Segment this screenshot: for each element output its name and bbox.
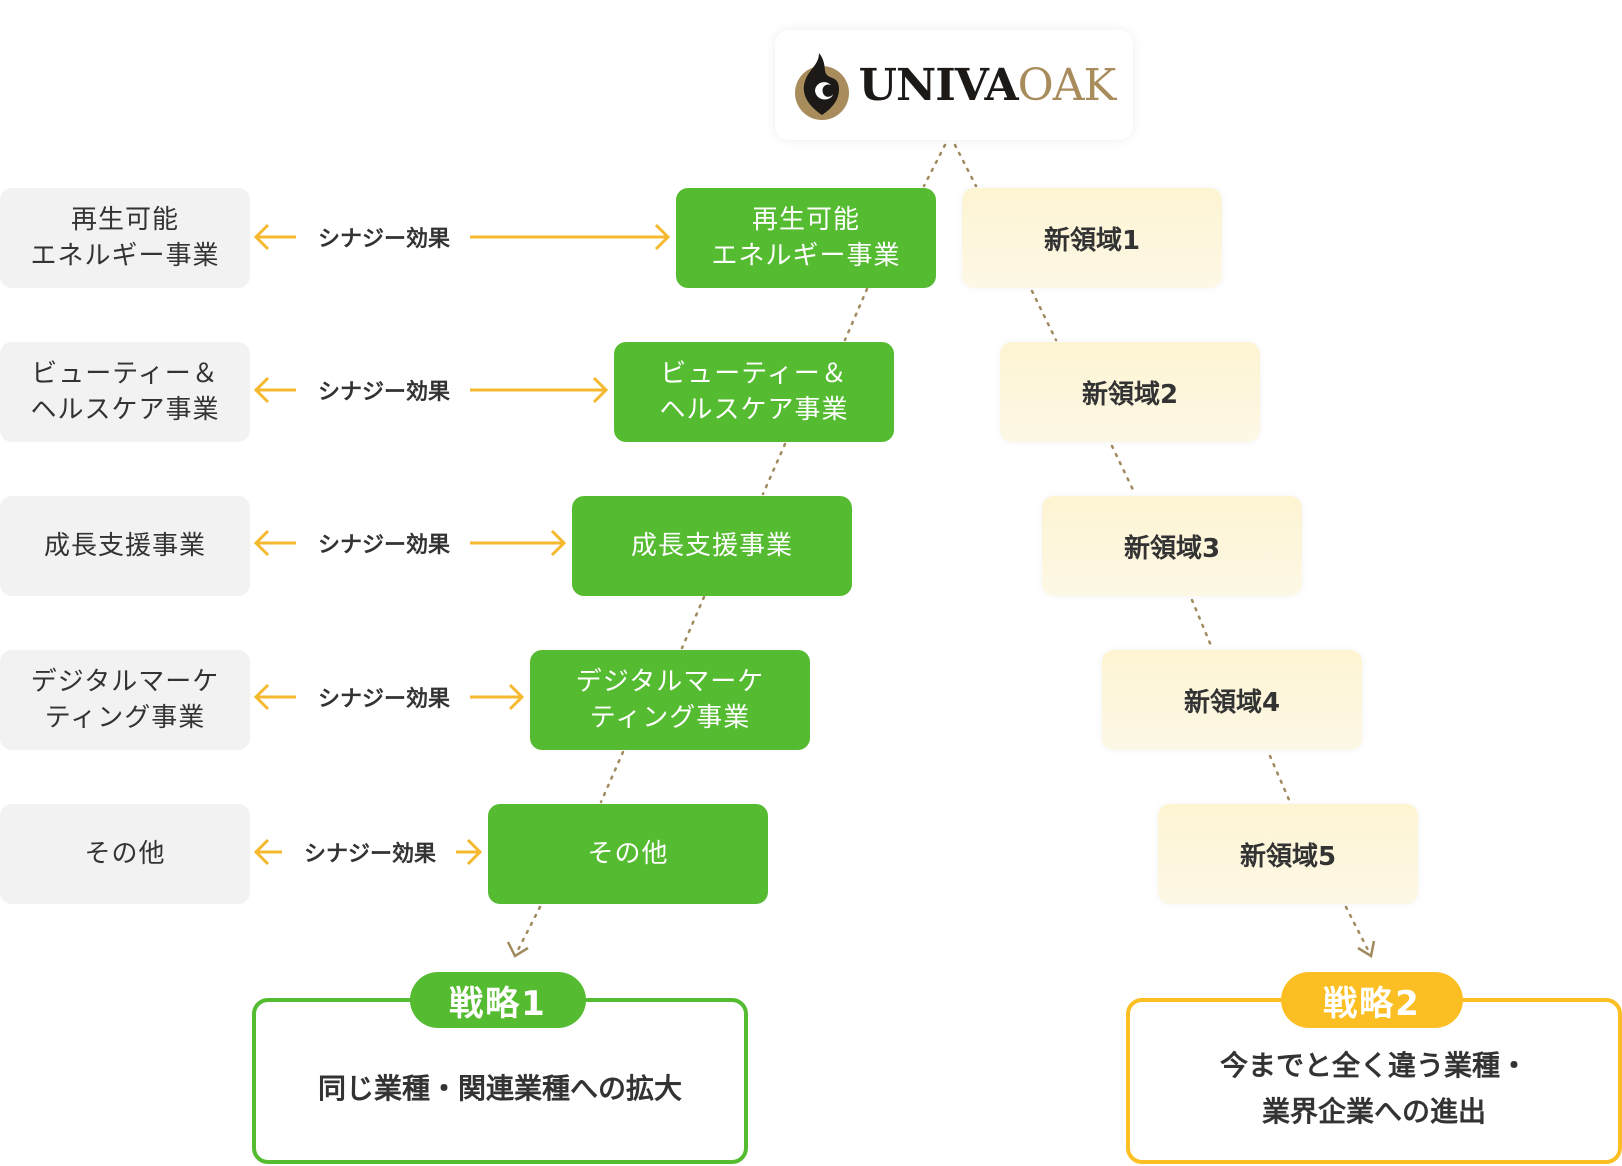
left-box-line-2: ヘルスケア事業 bbox=[30, 395, 220, 425]
business-box-growth-support: 成長支援事業 bbox=[572, 496, 852, 596]
dotted-arrowheads bbox=[506, 940, 1376, 959]
left-box-line-2: ティング事業 bbox=[44, 703, 206, 733]
new-domain-box-2: 新領域2 bbox=[1000, 342, 1260, 442]
synergy-label-row-5: シナジー効果 bbox=[303, 842, 436, 867]
business-box-line-2: エネルギー事業 bbox=[711, 241, 901, 271]
left-box-line-2: エネルギー事業 bbox=[30, 241, 220, 271]
logo-text-oak: OAK bbox=[1017, 59, 1117, 111]
logo-wordmark: UNIVAOAK bbox=[858, 59, 1117, 111]
business-box-beauty-healthcare: ビューティー＆ ヘルスケア事業 bbox=[614, 342, 894, 442]
strategy-2-label: 戦略2 bbox=[1281, 972, 1463, 1028]
business-box-line-1: 再生可能 bbox=[751, 205, 860, 235]
business-box-others: その他 bbox=[488, 804, 768, 904]
strategy-2-box: 今までと全く違う業種・ 業界企業への進出 bbox=[1126, 998, 1622, 1164]
new-domain-box-3: 新領域3 bbox=[1042, 496, 1302, 596]
flame-logo-icon bbox=[794, 53, 849, 120]
business-box-line-2: ティング事業 bbox=[589, 703, 751, 733]
business-box-renewable-energy: 再生可能エネルギー事業 bbox=[676, 188, 936, 288]
dotted-connectors bbox=[516, 143, 1370, 952]
new-domain-box-4: 新領域4 bbox=[1102, 650, 1362, 750]
business-box-line-2: ヘルスケア事業 bbox=[659, 395, 849, 425]
business-box-line-1: その他 bbox=[587, 839, 669, 869]
synergy-arrows-row-4 bbox=[253, 683, 525, 711]
strategy-2-text-line-1: 今までと全く違う業種・ bbox=[1219, 1049, 1528, 1082]
synergy-arrows-row-5 bbox=[253, 838, 483, 866]
strategy-2-text-line-2: 業界企業への進出 bbox=[1261, 1095, 1486, 1128]
synergy-arrows-row-1 bbox=[253, 223, 671, 251]
left-box-line-1: デジタルマーケ bbox=[30, 667, 220, 697]
strategy-1-label: 戦略1 bbox=[410, 972, 586, 1028]
univa-oak-logo: UNIVAOAK bbox=[775, 30, 1133, 140]
left-box-line-1: その他 bbox=[84, 839, 166, 869]
business-box-digital-marketing: デジタルマーケティング事業 bbox=[530, 650, 810, 750]
synergy-label-row-1: シナジー効果 bbox=[317, 227, 450, 252]
business-box-line-1: デジタルマーケ bbox=[575, 667, 765, 697]
left-box-digital-marketing: デジタルマーケティング事業 bbox=[0, 650, 250, 750]
left-box-line-1: ビューティー＆ bbox=[31, 359, 219, 389]
synergy-label-row-2: シナジー効果 bbox=[317, 380, 450, 405]
synergy-label-row-4: シナジー効果 bbox=[317, 687, 450, 712]
synergy-arrows-row-2 bbox=[253, 376, 609, 404]
synergy-arrows-row-3 bbox=[253, 529, 567, 557]
new-domain-box-1: 新領域1 bbox=[962, 188, 1222, 288]
logo-text-univa: UNIVA bbox=[858, 59, 1019, 111]
left-box-growth-support: 成長支援事業 bbox=[0, 496, 250, 596]
business-box-line-1: ビューティー＆ bbox=[660, 359, 848, 389]
left-box-renewable-energy: 再生可能エネルギー事業 bbox=[0, 188, 250, 288]
business-box-line-1: 成長支援事業 bbox=[630, 531, 793, 561]
left-box-line-1: 再生可能 bbox=[70, 205, 179, 235]
strategy-1-text: 同じ業種・関連業種への拡大 bbox=[317, 1072, 682, 1105]
left-box-others: その他 bbox=[0, 804, 250, 904]
new-domain-box-5: 新領域5 bbox=[1158, 804, 1418, 904]
left-box-beauty-healthcare: ビューティー＆ ヘルスケア事業 bbox=[0, 342, 250, 442]
left-box-line-1: 成長支援事業 bbox=[43, 531, 206, 561]
synergy-label-row-3: シナジー効果 bbox=[317, 533, 450, 558]
